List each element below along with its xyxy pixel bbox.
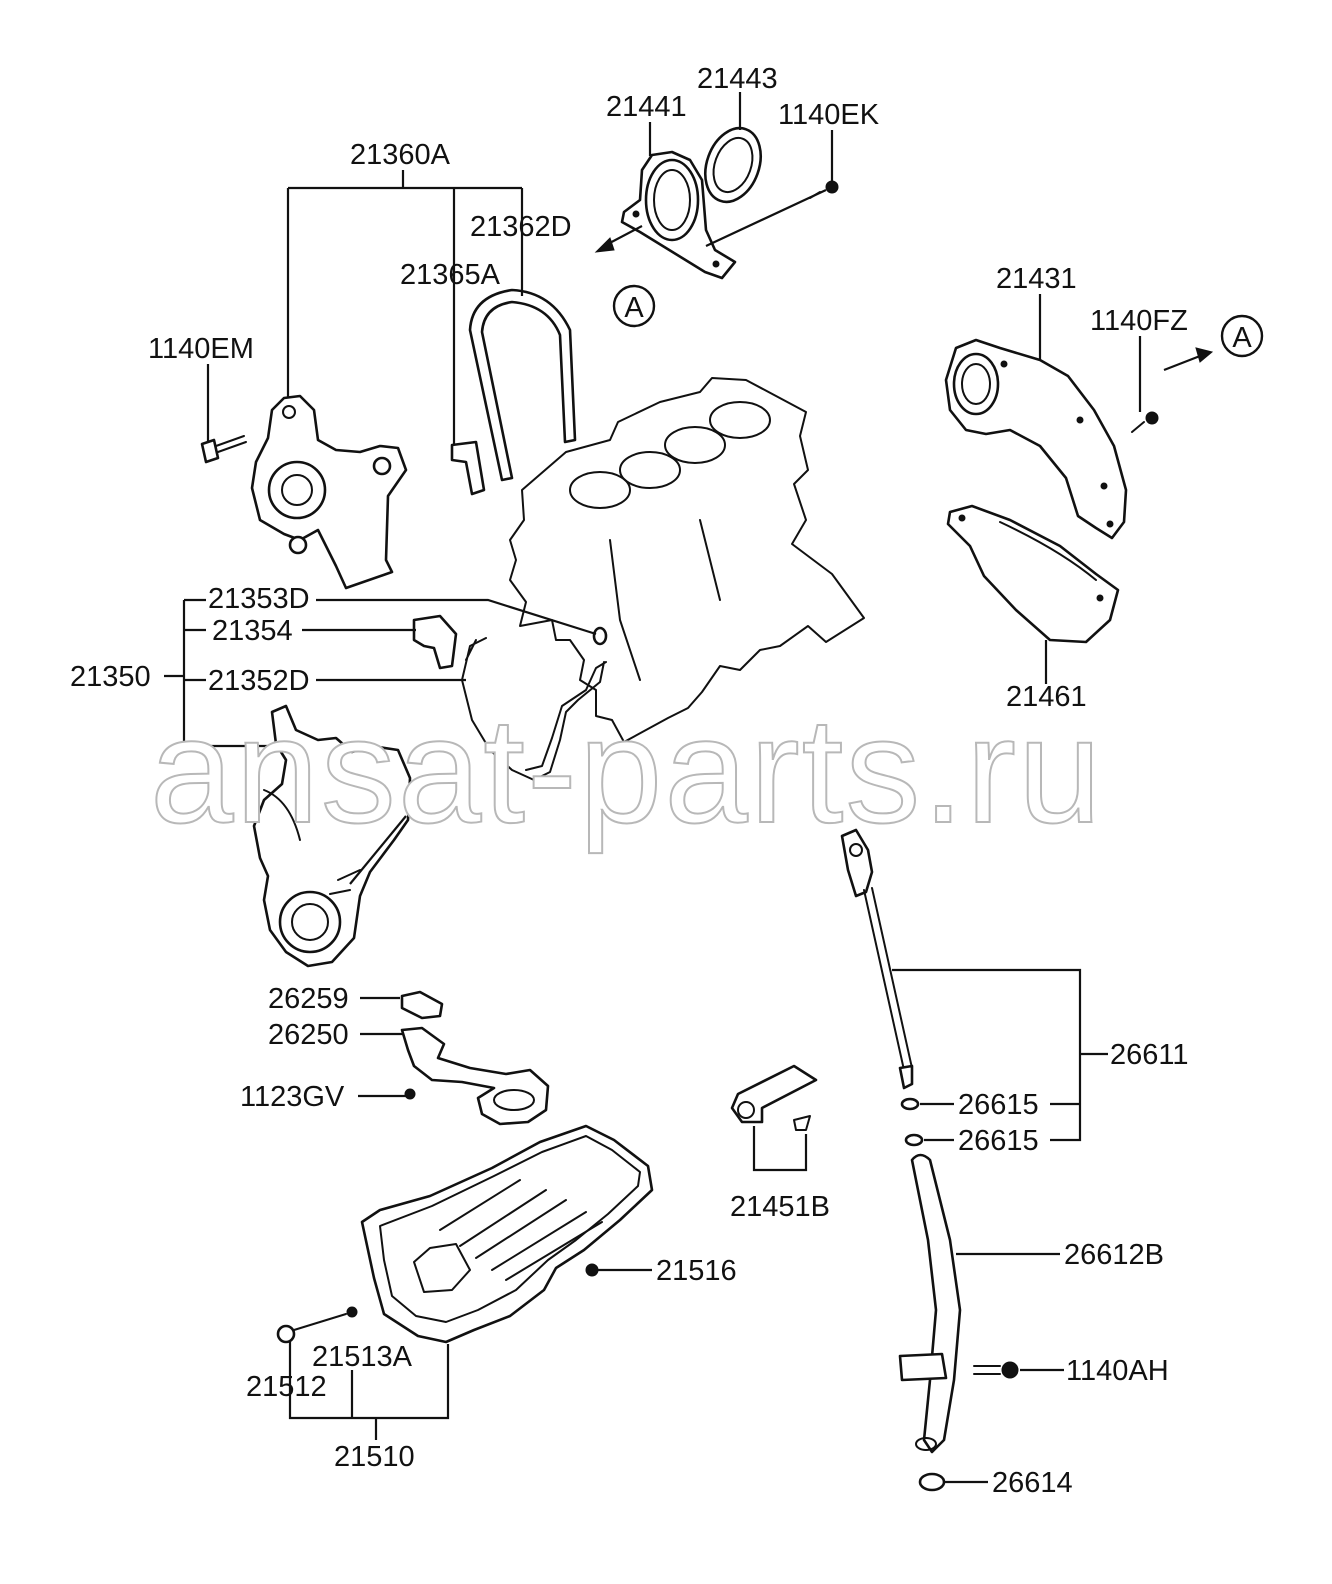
bolt-1140fz bbox=[1131, 411, 1159, 433]
callout-21513a: 21513A bbox=[312, 1341, 413, 1373]
callout-26259: 26259 bbox=[268, 983, 349, 1015]
callout-labels: 21443 21441 1140EK 21360A 21362D 21365A … bbox=[70, 63, 1189, 1499]
oil-drain-plug bbox=[276, 1306, 358, 1344]
leader-lines bbox=[164, 92, 1142, 1484]
dipstick-guide-tube bbox=[898, 1153, 962, 1454]
callout-21443: 21443 bbox=[697, 63, 778, 95]
callout-21431: 21431 bbox=[996, 263, 1077, 295]
lower-timing-cover bbox=[252, 704, 412, 968]
bolt-1140em bbox=[200, 435, 247, 464]
callout-21365a: 21365A bbox=[400, 259, 501, 291]
callout-21441: 21441 bbox=[606, 91, 687, 123]
callout-21352d: 21352D bbox=[208, 665, 310, 697]
cylinder-block bbox=[509, 377, 865, 743]
callout-21512: 21512 bbox=[246, 1371, 327, 1403]
callout-26614: 26614 bbox=[992, 1467, 1073, 1499]
callout-26615-upper: 26615 bbox=[958, 1089, 1039, 1121]
timing-belt bbox=[468, 288, 577, 482]
callout-1140em: 1140EM bbox=[148, 333, 254, 365]
lower-cover-seal bbox=[412, 614, 458, 670]
callout-21362d: 21362D bbox=[470, 211, 572, 243]
callout-21353d: 21353D bbox=[208, 583, 310, 615]
callout-26615-lower: 26615 bbox=[958, 1125, 1039, 1157]
callout-21350: 21350 bbox=[70, 661, 151, 693]
callout-21360a: 21360A bbox=[350, 139, 451, 171]
dipstick-o-rings bbox=[900, 1097, 924, 1147]
reference-mark-left: A bbox=[612, 284, 656, 328]
oil-pan-bracket bbox=[730, 1064, 818, 1131]
callout-21354: 21354 bbox=[212, 615, 293, 647]
rear-oil-seal bbox=[704, 126, 762, 204]
callout-26611: 26611 bbox=[1110, 1039, 1189, 1071]
watermark: ansat-parts.ru bbox=[150, 686, 1103, 854]
timing-cover-seal bbox=[450, 440, 486, 496]
oil-dipstick bbox=[840, 828, 914, 1090]
guide-tube-gasket bbox=[918, 1472, 946, 1492]
callout-1140ah: 1140AH bbox=[1066, 1355, 1169, 1387]
callout-21510: 21510 bbox=[334, 1441, 415, 1473]
oil-pan bbox=[360, 1124, 654, 1344]
callout-1140ek: 1140EK bbox=[778, 99, 880, 131]
reference-mark-right: A bbox=[1220, 314, 1264, 358]
callout-1123gv: 1123GV bbox=[240, 1081, 345, 1113]
svg-text:A: A bbox=[624, 292, 644, 324]
flywheel-upper-shield bbox=[944, 338, 1128, 540]
callout-21461: 21461 bbox=[1006, 681, 1087, 713]
reference-arrows bbox=[594, 225, 1214, 372]
oil-strainer-assembly bbox=[400, 990, 550, 1126]
svg-text:A: A bbox=[1232, 322, 1252, 354]
upper-timing-cover bbox=[250, 394, 408, 590]
callout-26250: 26250 bbox=[268, 1019, 349, 1051]
callout-21516: 21516 bbox=[656, 1255, 737, 1287]
bolt-1140ah bbox=[973, 1361, 1019, 1379]
flywheel-lower-shield bbox=[946, 504, 1120, 644]
callout-21451b: 21451B bbox=[730, 1191, 830, 1223]
callout-26612b: 26612B bbox=[1064, 1239, 1164, 1271]
callout-1140fz: 1140FZ bbox=[1090, 305, 1188, 337]
